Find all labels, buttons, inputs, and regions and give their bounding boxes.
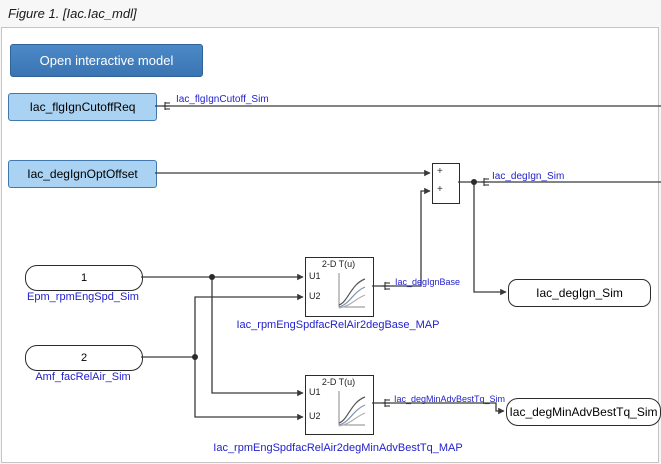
figure-caption: Figure 1. [Iac.Iac_mdl]: [8, 6, 137, 21]
outport-block-degign: Iac_degIgn_Sim: [508, 279, 651, 307]
open-interactive-model-button[interactable]: Open interactive model: [10, 44, 203, 77]
lookup-table-2-name: Iac_rpmEngSpdfacRelAir2degMinAdvBestTq_M…: [213, 442, 463, 454]
signal-label-flgigncutoff: Iac_flgIgnCutoff_Sim: [176, 94, 269, 105]
outport-block-degminadvbesttq: Iac_degMinAdvBestTq_Sim: [506, 398, 661, 426]
signal-label-degignbase: Iac_degIgnBase: [395, 277, 461, 287]
source-block-1: 1: [25, 265, 143, 291]
lookup-table-2-u1: U1: [309, 387, 321, 397]
sum-plus-1: +: [437, 166, 443, 177]
lookup-table-2-type: 2-D T(u): [321, 377, 356, 387]
sum-block: [432, 163, 460, 204]
source-block-1-label: Epm_rpmEngSpd_Sim: [27, 291, 139, 303]
lookup-table-1-u1: U1: [309, 271, 321, 281]
sum-plus-2: +: [437, 184, 443, 195]
lookup-table-2-u2: U2: [309, 411, 321, 421]
source-block-2-label: Amf_facRelAir_Sim: [35, 371, 131, 383]
source-block-2: 2: [25, 345, 143, 371]
signal-label-degign: Iac_degIgn_Sim: [492, 171, 565, 182]
lookup-table-1-type: 2-D T(u): [321, 259, 356, 269]
signal-label-degminadvbesttq: Iac_degMinAdvBestTq_Sim: [394, 394, 506, 404]
inport-block-degignoptoffset: Iac_degIgnOptOffset: [8, 160, 157, 188]
lookup-table-1-u2: U2: [309, 291, 321, 301]
inport-block-flgigncutoffreq: Iac_flgIgnCutoffReq: [8, 93, 157, 121]
lookup-table-1-name: Iac_rpmEngSpdfacRelAir2degBase_MAP: [236, 319, 440, 331]
